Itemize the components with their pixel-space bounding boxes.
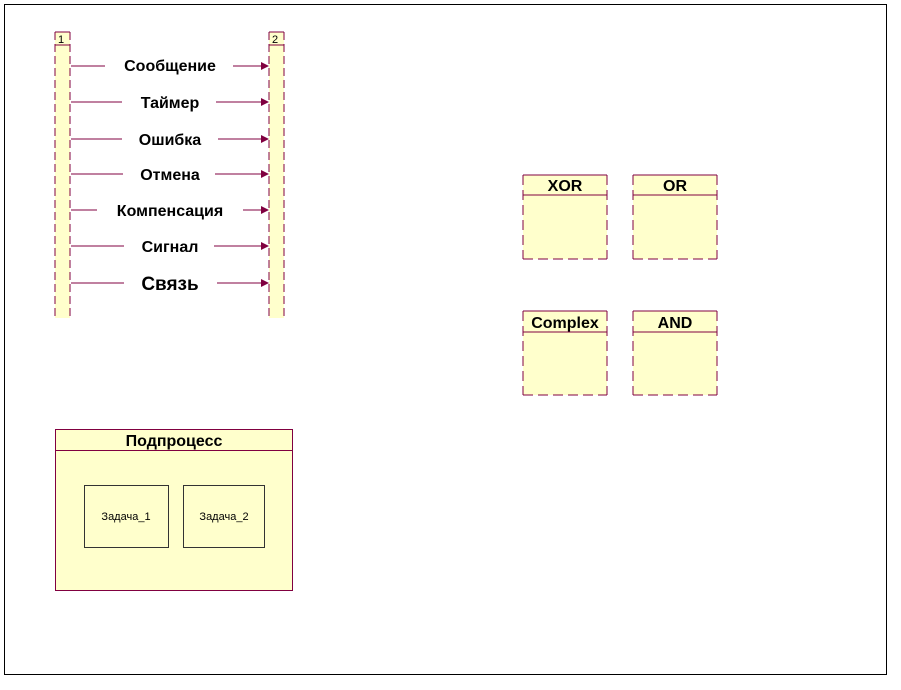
gateway-label: AND xyxy=(658,315,693,332)
gateway-or[interactable]: OR xyxy=(632,174,718,260)
lifeline-1-number: 1 xyxy=(58,34,64,46)
subprocess-title: Подпроцесс xyxy=(126,433,223,450)
task-label: Задача_2 xyxy=(199,511,248,523)
gateway-label: Complex xyxy=(531,315,599,332)
gateway-and[interactable]: AND xyxy=(632,310,718,396)
message-signal[interactable]: Сигнал xyxy=(71,239,269,256)
message-label: Сообщение xyxy=(124,58,216,75)
message-label: Сигнал xyxy=(142,239,199,256)
lifeline-2[interactable]: 2 xyxy=(268,31,285,318)
gateway-complex[interactable]: Complex xyxy=(522,310,608,396)
lifeline-1[interactable]: 1 xyxy=(54,31,71,318)
task-2[interactable]: Задача_2 xyxy=(183,485,265,548)
message-kompensatsiya[interactable]: Компенсация xyxy=(71,203,269,220)
message-label: Связь xyxy=(141,274,198,295)
task-label: Задача_1 xyxy=(101,511,150,523)
task-1[interactable]: Задача_1 xyxy=(84,485,169,548)
gateway-label: XOR xyxy=(548,178,583,195)
lifeline-2-number: 2 xyxy=(272,34,278,46)
message-label: Компенсация xyxy=(117,203,223,220)
message-svyaz[interactable]: Связь xyxy=(71,274,269,295)
message-otmena[interactable]: Отмена xyxy=(71,167,269,184)
message-oshibka[interactable]: Ошибка xyxy=(71,132,269,149)
message-taimer[interactable]: Таймер xyxy=(71,95,269,112)
message-label: Ошибка xyxy=(139,132,202,149)
gateway-xor[interactable]: XOR xyxy=(522,174,608,260)
gateway-label: OR xyxy=(663,178,687,195)
message-soobshchenie[interactable]: Сообщение xyxy=(71,58,269,75)
message-label: Отмена xyxy=(140,167,200,184)
subprocess[interactable]: Подпроцесс Задача_1 Задача_2 xyxy=(55,429,293,591)
message-label: Таймер xyxy=(141,95,200,112)
